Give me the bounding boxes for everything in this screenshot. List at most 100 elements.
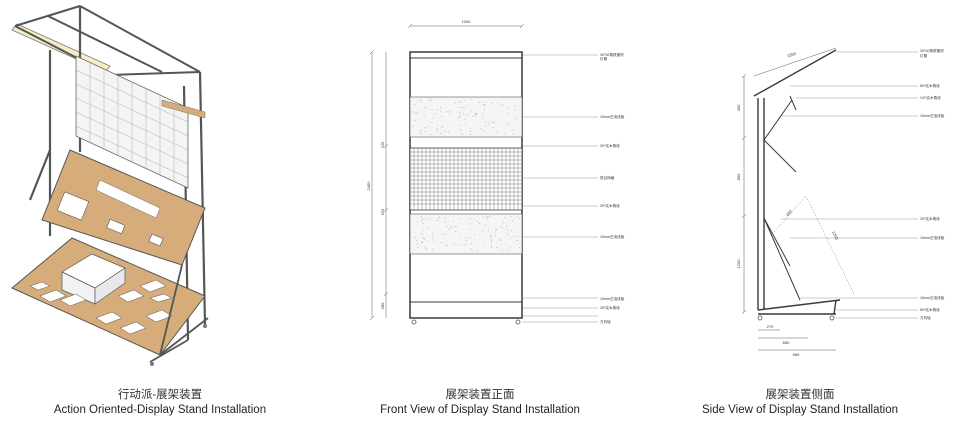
isometric-drawing [11,5,209,366]
foam-speckle [488,123,489,125]
foam-speckle [469,131,471,132]
foam-speckle [445,244,446,246]
foam-speckle [430,100,432,102]
foam-speckle [465,123,467,125]
foam-speckle [482,101,484,103]
foam-speckle [464,244,466,245]
dim-total-height: 2400 [366,181,371,191]
foam-speckle [450,228,451,229]
foam-speckle [434,112,436,114]
foam-speckle [431,232,433,234]
foam-speckle [449,111,451,112]
side-annotation: 60*实木角线 [920,83,940,88]
caption-en: Side View of Display Stand Installation [701,404,899,416]
foam-speckle [506,124,508,126]
foam-speckle [504,133,506,135]
foam-speckle [417,247,419,248]
foam-speckle [510,247,512,249]
foam-speckle [423,222,424,224]
foam-speckle [427,240,428,242]
foam-speckle [469,218,471,219]
foam-speckle [490,241,492,243]
foam-speckle [485,217,487,218]
foam-speckle [495,229,497,230]
foam-speckle [417,111,418,113]
foam-speckle [469,128,471,130]
foam-speckle [502,103,504,105]
foam-speckle [513,133,514,135]
foam-speckle [421,216,423,218]
foam-speckle [496,131,498,133]
foam-speckle [440,126,442,127]
foam-speckle [423,234,424,236]
foam-speckle [433,239,435,241]
foam-speckle [416,113,418,115]
foam-speckle [471,242,472,244]
foam-speckle [422,218,424,220]
foam-speckle [441,242,442,243]
foam-speckle [418,111,420,113]
foam-speckle [518,236,520,238]
foam-speckle [412,111,414,113]
foam-speckle [456,118,458,120]
foam-speckle [442,126,444,128]
caster-wheel [757,315,763,321]
foam-speckle [460,217,462,219]
foam-speckle [477,221,479,223]
foam-speckle [417,221,418,223]
foam-speckle [459,112,460,113]
foam-speckle [458,235,460,237]
foam-speckle [429,98,431,100]
foam-speckle [469,237,471,238]
small-boxes [29,279,173,335]
foam-speckle [491,103,493,105]
foam-speckle [470,223,472,225]
foam-speckle [431,249,433,250]
front-annotation: 30*实木角线 [600,203,620,208]
bottom-rails [149,264,209,363]
foam-speckle [459,116,461,118]
foam-speckle [501,105,503,106]
foam-speckle [444,131,446,133]
foam-speckle [432,235,433,237]
foam-speckle [454,243,455,245]
foam-speckle [508,108,510,109]
foam-speckle [428,219,429,220]
foam-speckle [515,117,516,118]
grid-mesh [75,62,189,181]
foam-speckle [463,245,465,247]
foam-speckle [514,235,516,237]
foam-speckle [427,228,429,230]
foam-speckle [447,229,449,231]
foam-board-bottom [409,213,523,255]
lower-board [11,237,206,356]
dim-h2: 800 [736,173,741,180]
front-annotation: 10mm白泡沫板 [600,114,625,119]
foam-speckle [423,237,425,239]
foam-speckle [430,218,432,219]
dim-b1: 270 [767,324,774,329]
foam-speckle [475,115,476,117]
foam-speckle [484,104,485,106]
foam-speckle [461,133,462,135]
side-frame [753,49,841,315]
foam-speckle [452,220,454,222]
foam-speckle [431,122,433,124]
foam-speckle [491,238,493,240]
foam-speckle [426,248,427,249]
foam-speckle [482,230,484,231]
foam-speckle [516,215,518,217]
foam-speckle [515,239,517,241]
foam-speckle [417,242,419,244]
foam-speckle [437,219,438,221]
side-annotation: 10mm白泡沫板 [920,295,945,300]
front-view-drawing: 1200 2400 225 225 280 [366,19,625,325]
foam-speckle [489,121,490,123]
foam-speckle [459,107,461,108]
caster-wheel [515,319,521,325]
foam-speckle [459,243,460,245]
foam-speckle [459,128,460,130]
dim-top: 1500 [787,51,798,59]
top-dimension-line [407,23,525,29]
foam-speckle [451,226,452,227]
